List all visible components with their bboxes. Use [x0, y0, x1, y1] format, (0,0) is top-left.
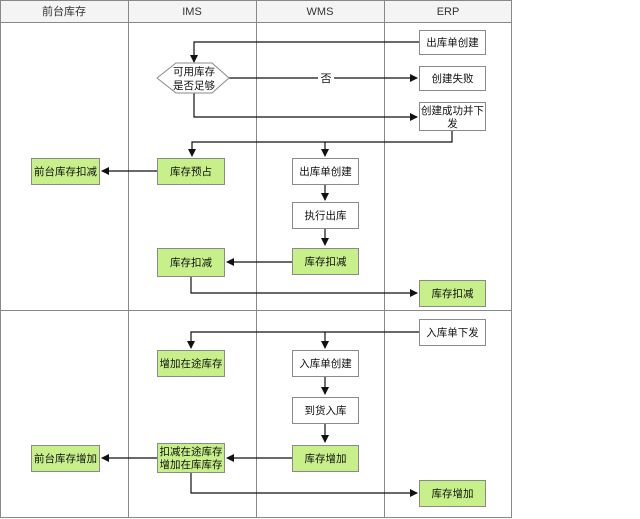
lane-grid: [0, 0, 512, 518]
svg-text:入库单创建: 入库单创建: [299, 357, 352, 370]
connectors: [101, 41, 453, 497]
node-exec-outbound: 执行出库: [292, 202, 359, 229]
svg-text:可用库存: 可用库存: [173, 65, 215, 78]
lane-title-ims: IMS: [182, 6, 202, 18]
svg-text:扣减在途库存: 扣减在途库存: [160, 445, 223, 458]
node-erp-deduct: 库存扣减: [419, 280, 486, 307]
svg-text:库存扣减: 库存扣减: [432, 287, 474, 300]
node-ims-deduct: 库存扣减: [157, 248, 225, 277]
svg-text:前台库存增加: 前台库存增加: [34, 452, 97, 465]
node-erp-add: 库存增加: [419, 480, 486, 507]
edge-inbound-issue-branch: [187, 331, 419, 349]
node-decision-stock-sufficient: 可用库存 是否足够: [156, 62, 230, 94]
node-create-fail: 创建失败: [419, 66, 486, 91]
node-front-deduct: 前台库存扣减: [31, 158, 100, 185]
edge-outbound-to-decision: [190, 41, 419, 63]
lane-title-wms: WMS: [307, 6, 334, 18]
svg-text:库存扣减: 库存扣减: [170, 256, 212, 269]
svg-text:库存增加: 库存增加: [432, 487, 474, 500]
svg-text:增加在库库存: 增加在库库存: [160, 458, 223, 471]
svg-text:库存增加: 库存增加: [305, 452, 347, 465]
edge-label-no: 否: [321, 72, 332, 85]
node-ims-transfer: 扣减在途库存 增加在库库存: [157, 443, 225, 473]
svg-text:库存预占: 库存预占: [170, 165, 212, 178]
edge-ims-to-erp-add: [190, 473, 418, 497]
node-wms-outbound-create: 出库单创建: [292, 158, 359, 185]
lane-title-frontend: 前台库存: [42, 4, 86, 18]
edge-decision-to-success: [193, 93, 418, 121]
node-erp-inbound-issue: 入库单下发: [419, 319, 486, 346]
svg-text:执行出库: 执行出库: [305, 209, 347, 222]
node-ims-in-transit-add: 增加在途库存: [157, 350, 225, 377]
svg-text:发: 发: [447, 117, 458, 130]
node-front-add: 前台库存增加: [31, 445, 100, 472]
svg-text:创建成功并下: 创建成功并下: [421, 104, 484, 117]
lane-title-erp: ERP: [437, 6, 460, 18]
svg-text:是否足够: 是否足够: [173, 80, 215, 92]
svg-text:前台库存扣减: 前台库存扣减: [34, 165, 97, 178]
svg-text:增加在途库存: 增加在途库存: [160, 357, 223, 370]
svg-text:到货入库: 到货入库: [305, 404, 347, 417]
node-wms-deduct: 库存扣减: [292, 248, 359, 275]
node-wms-inbound-create: 入库单创建: [292, 350, 359, 377]
node-create-success: 创建成功并下 发: [419, 102, 486, 131]
svg-text:创建失败: 创建失败: [432, 72, 474, 85]
svg-text:入库单下发: 入库单下发: [426, 326, 479, 339]
svg-text:库存扣减: 库存扣减: [305, 255, 347, 268]
edge-success-branch: [188, 130, 453, 157]
node-arrive-inbound: 到货入库: [292, 397, 359, 424]
svg-text:出库单创建: 出库单创建: [426, 36, 479, 49]
node-erp-outbound-create: 出库单创建: [419, 30, 486, 55]
svg-text:出库单创建: 出库单创建: [299, 165, 352, 178]
node-ims-reserve: 库存预占: [157, 158, 225, 185]
node-wms-add: 库存增加: [292, 445, 359, 472]
edge-ims-deduct-to-erp: [190, 277, 418, 297]
